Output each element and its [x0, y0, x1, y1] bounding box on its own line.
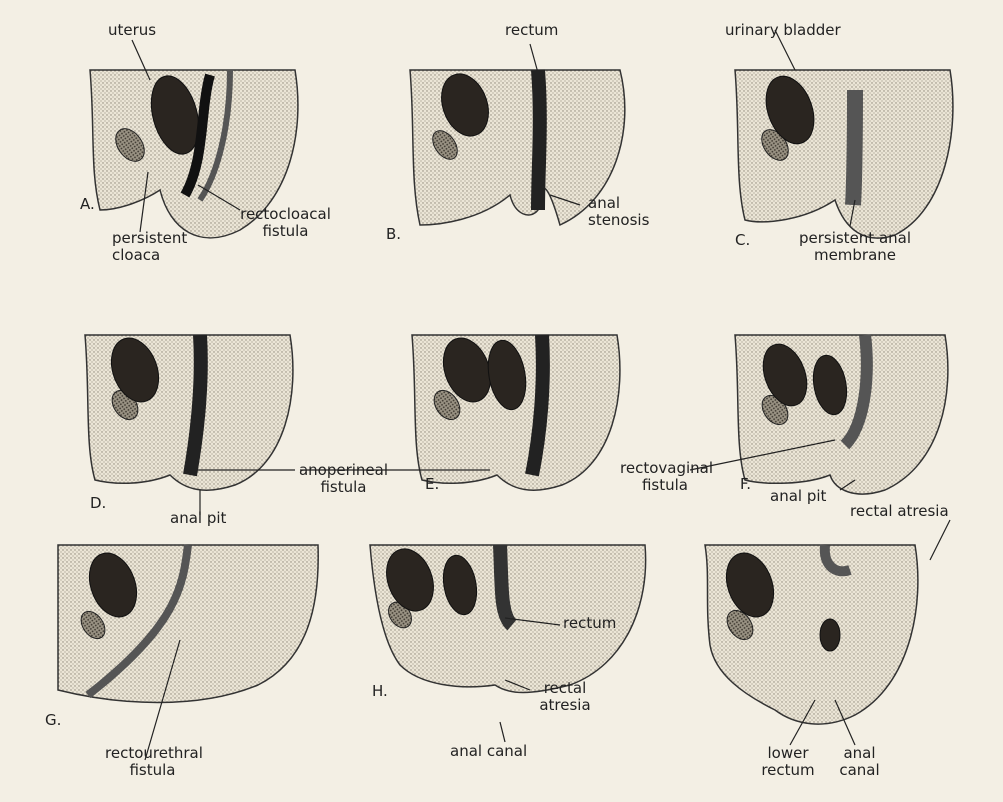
- panel-d-drawing: [85, 331, 293, 490]
- panel-i-atresia-label: rectal atresia: [850, 503, 949, 520]
- panel-f-pit-label: anal pit: [770, 488, 826, 505]
- panel-a-letter: A.: [80, 196, 95, 213]
- panel-c-letter: C.: [735, 232, 750, 249]
- panel-a-fistula-label: rectocloacal fistula: [238, 206, 333, 240]
- panel-f-fistula-label: rectovaginal fistula: [620, 460, 710, 494]
- panel-e-fistula-label: anoperineal fistula: [296, 462, 391, 496]
- panel-i-canal-label: anal canal: [832, 745, 887, 779]
- panel-d-letter: D.: [90, 495, 106, 512]
- panel-c-bladder-label: urinary bladder: [725, 22, 841, 39]
- panel-f-letter: F.: [740, 476, 751, 493]
- panel-h-atresia-label: rectal atresia: [535, 680, 595, 714]
- panel-a-uterus-label: uterus: [108, 22, 156, 39]
- panel-g-fistula-label: rectourethral fistula: [105, 745, 200, 779]
- panel-e-letter: E.: [425, 476, 439, 493]
- panel-c-membrane-label: persistent anal membrane: [795, 230, 915, 264]
- panel-b-stenosis-label: anal stenosis: [588, 195, 668, 229]
- panel-h-letter: H.: [372, 683, 388, 700]
- panel-d-pit-label: anal pit: [170, 510, 226, 527]
- panel-c-drawing: [735, 70, 953, 238]
- panel-a-cloaca-label: persistent cloaca: [112, 230, 202, 264]
- panel-b-letter: B.: [386, 226, 401, 243]
- panel-g-letter: G.: [45, 712, 61, 729]
- panel-h-canal-label: anal canal: [450, 743, 527, 760]
- panel-i-lower-label: lower rectum: [758, 745, 818, 779]
- panel-b-rectum-label: rectum: [505, 22, 558, 39]
- panel-h-rectum-label: rectum: [563, 615, 616, 632]
- panel-e-drawing: [412, 331, 620, 490]
